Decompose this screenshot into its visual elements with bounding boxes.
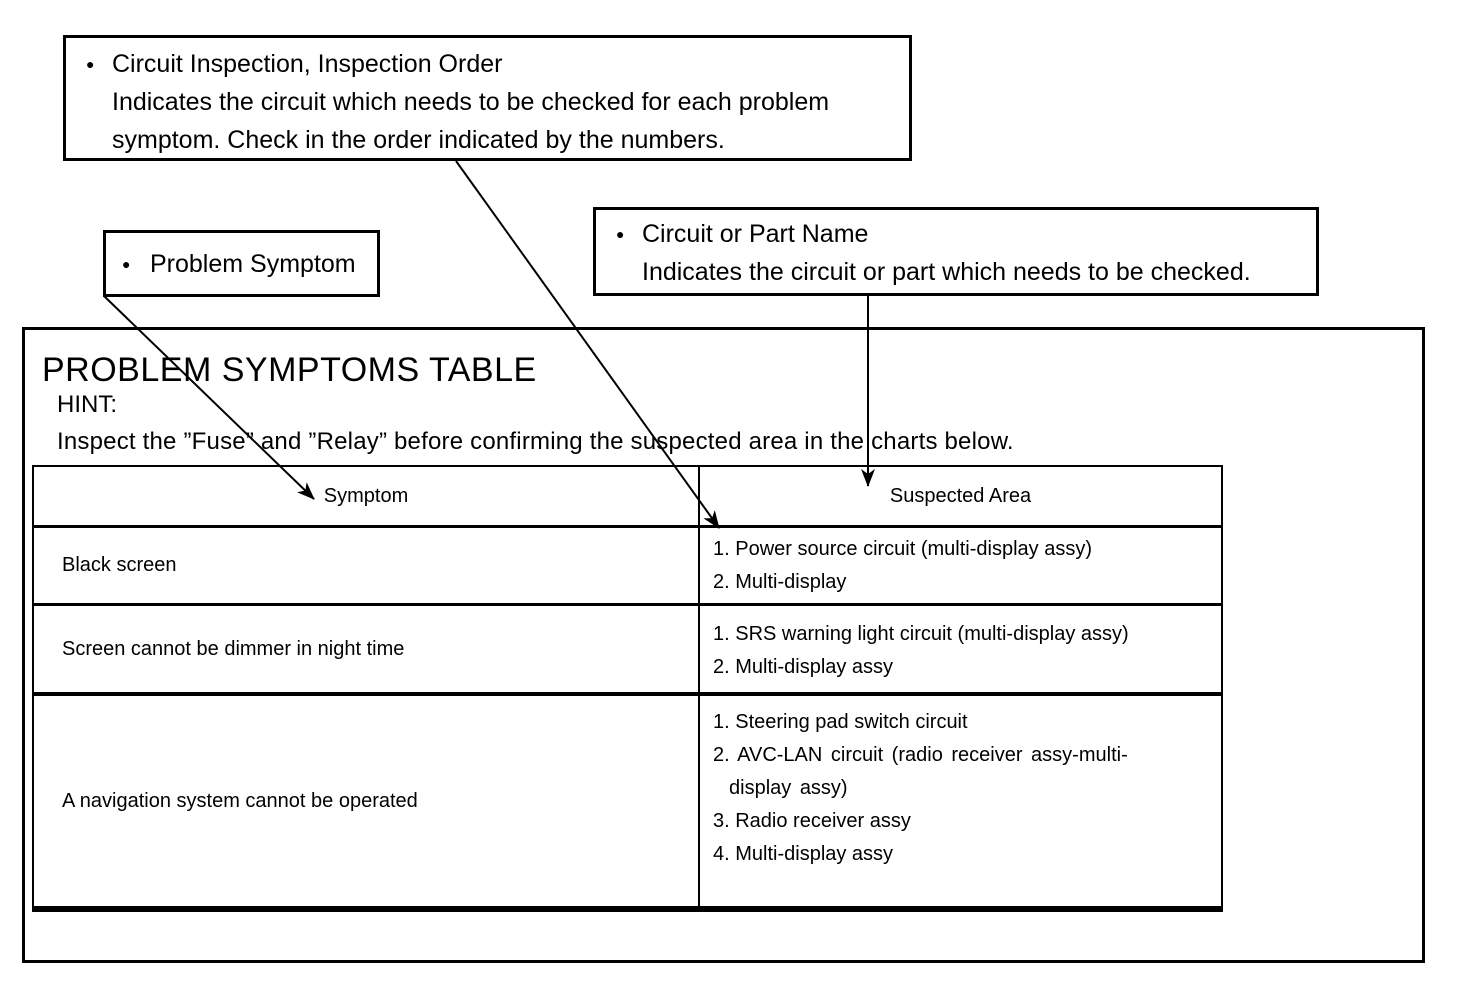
- callout-circuit-inspection-title: Circuit Inspection, Inspection Order: [112, 50, 503, 78]
- callout-title-row: ● Circuit or Part Name: [616, 215, 1308, 253]
- bullet-icon: ●: [122, 255, 131, 272]
- suspected-item: 1. Steering pad switch circuit: [713, 711, 968, 733]
- hint-text: Inspect the ”Fuse” and ”Relay” before co…: [57, 428, 1014, 455]
- column-header-symptom: Symptom: [34, 467, 700, 525]
- bullet-icon: ●: [86, 56, 95, 72]
- suspected-item: 2. Multi-display: [713, 571, 847, 593]
- callout-problem-symptom: ● Problem Symptom: [103, 230, 380, 297]
- symptoms-table: Symptom Suspected Area Black screen 1. P…: [32, 465, 1223, 912]
- symptom-cell: A navigation system cannot be operated: [34, 696, 700, 906]
- callout-circuit-or-part-title: Circuit or Part Name: [642, 220, 869, 248]
- suspected-item: 2. Multi-display assy: [713, 656, 894, 678]
- suspected-area-cell: 1. Steering pad switch circuit 2. AVC-LA…: [700, 696, 1221, 906]
- bullet-icon: ●: [616, 226, 625, 242]
- table-header-row: Symptom Suspected Area: [34, 467, 1221, 528]
- callout-circuit-inspection-desc-2: symptom. Check in the order indicated by…: [112, 126, 725, 154]
- callout-circuit-inspection-desc-1: Indicates the circuit which needs to be …: [112, 88, 830, 116]
- callout-title-row: ● Circuit Inspection, Inspection Order: [86, 45, 901, 83]
- table-row: Black screen 1. Power source circuit (mu…: [34, 528, 1221, 606]
- suspected-item: 1. SRS warning light circuit (multi-disp…: [713, 623, 1129, 645]
- hint-label: HINT:: [57, 391, 117, 418]
- suspected-item: 1. Power source circuit (multi-display a…: [713, 538, 1092, 560]
- page-title: PROBLEM SYMPTOMS TABLE: [42, 351, 537, 389]
- column-header-suspected-area: Suspected Area: [889, 484, 1032, 507]
- suspected-item: 2. AVC-LAN circuit (radio receiver assy-…: [713, 744, 1128, 799]
- callout-circuit-or-part-desc-1: Indicates the circuit or part which need…: [642, 258, 1251, 286]
- symptom-cell: Screen cannot be dimmer in night time: [34, 606, 700, 692]
- symptom-cell: Black screen: [34, 528, 700, 603]
- table-row: Screen cannot be dimmer in night time 1.…: [34, 606, 1221, 696]
- suspected-area-cell: 1. SRS warning light circuit (multi-disp…: [700, 606, 1221, 692]
- callout-circuit-inspection: ● Circuit Inspection, Inspection Order I…: [63, 35, 912, 161]
- table-row: A navigation system cannot be operated 1…: [34, 696, 1221, 906]
- callout-problem-symptom-title: Problem Symptom: [150, 249, 356, 278]
- suspected-area-cell: 1. Power source circuit (multi-display a…: [700, 528, 1221, 603]
- suspected-item: 3. Radio receiver assy: [713, 810, 911, 832]
- suspected-item: 4. Multi-display assy: [713, 843, 894, 865]
- callout-circuit-or-part-name: ● Circuit or Part Name Indicates the cir…: [593, 207, 1319, 296]
